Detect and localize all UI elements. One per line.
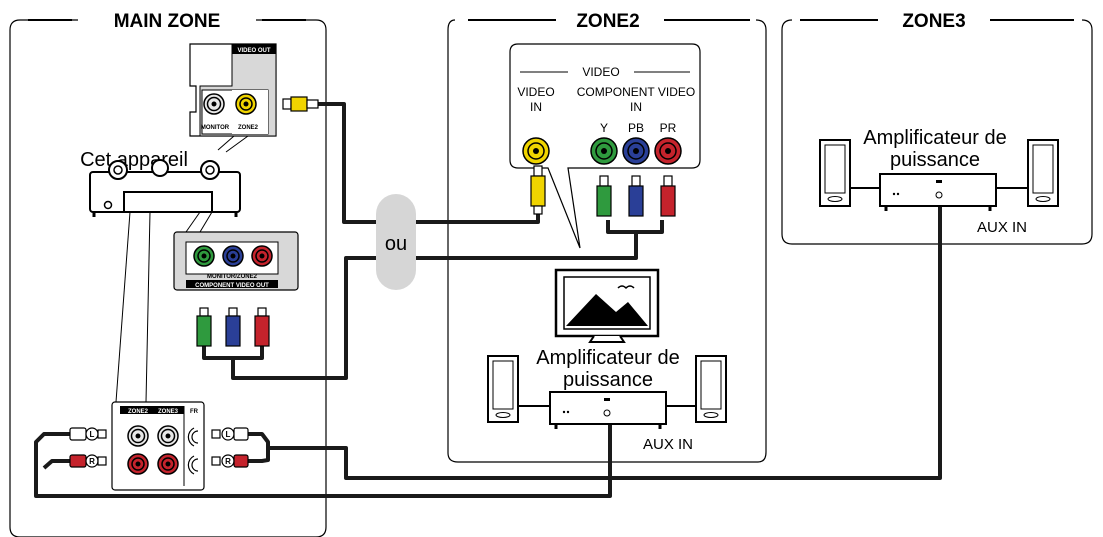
tv-component-2: IN (630, 100, 642, 114)
or-pill (376, 194, 416, 290)
video-plug-main (282, 96, 319, 112)
zone3-frame (781, 19, 1093, 245)
zone3-amplifier (879, 173, 997, 211)
monitor-jack-label: MONITOR (201, 125, 230, 131)
zone3-aux-in-label: AUX IN (977, 219, 1027, 236)
zone2-title: ZONE2 (576, 11, 639, 32)
right-plug-r-label: R (225, 457, 231, 466)
zone3-speaker-right (996, 139, 1059, 207)
audio-cable (34, 204, 942, 498)
zone2-amp-label-1: Amplificateur de (536, 347, 679, 369)
tv-pr-label: PR (660, 121, 677, 135)
tv-plugs (530, 165, 676, 217)
fr-col-label: FR (190, 409, 199, 415)
video-out-label: VIDEO OUT (237, 48, 270, 54)
audio-plugs-left (69, 427, 107, 468)
tv-input-panel (509, 43, 701, 249)
device-label: Cet appareil (80, 149, 188, 171)
tv-video-in-1: VIDEO (517, 85, 554, 99)
zone3-amp-label-1: Amplificateur de (863, 127, 1006, 149)
component-video-out-label: COMPONENT VIDEO OUT (195, 283, 269, 289)
zone2-amplifier (549, 391, 667, 429)
zone3-col-label: ZONE3 (158, 409, 179, 415)
component-cable (202, 220, 664, 380)
main-zone-title: MAIN ZONE (114, 11, 221, 32)
zone2-jack-label: ZONE2 (238, 125, 259, 131)
tv-component-1: COMPONENT VIDEO (577, 85, 695, 99)
zone3-amp-label-2: puissance (890, 149, 980, 171)
callout-lines (115, 135, 249, 403)
left-plug-r-label: R (89, 457, 95, 466)
or-label: ou (385, 233, 407, 255)
zone-preout-panel (111, 401, 205, 491)
zone3-speaker-left (819, 139, 880, 207)
tv-video-in-2: IN (530, 100, 542, 114)
zone2-speaker-right (666, 355, 727, 423)
left-plug-l-label: L (90, 430, 95, 439)
tv-y-label: Y (600, 121, 608, 135)
video-out-panel (189, 43, 277, 137)
receiver-device (89, 159, 241, 217)
zone2-speaker-left (487, 355, 550, 423)
zone3-title: ZONE3 (902, 11, 965, 32)
tv-pb-label: PB (628, 121, 644, 135)
zone2-col-label: ZONE2 (128, 409, 149, 415)
zone2-amp-label-2: puissance (563, 369, 653, 391)
zone2-aux-in-label: AUX IN (643, 436, 693, 453)
tv-icon (554, 268, 660, 343)
audio-plugs-right (211, 427, 249, 468)
video-cable (318, 102, 540, 224)
right-plug-l-label: L (226, 430, 231, 439)
monitor-zone2-label: MONITOR/ZONE2 (207, 274, 258, 280)
component-plugs-main (196, 307, 270, 347)
main-zone-frame (9, 19, 327, 537)
tv-video-header: VIDEO (582, 65, 619, 79)
component-out-panel (173, 231, 299, 291)
